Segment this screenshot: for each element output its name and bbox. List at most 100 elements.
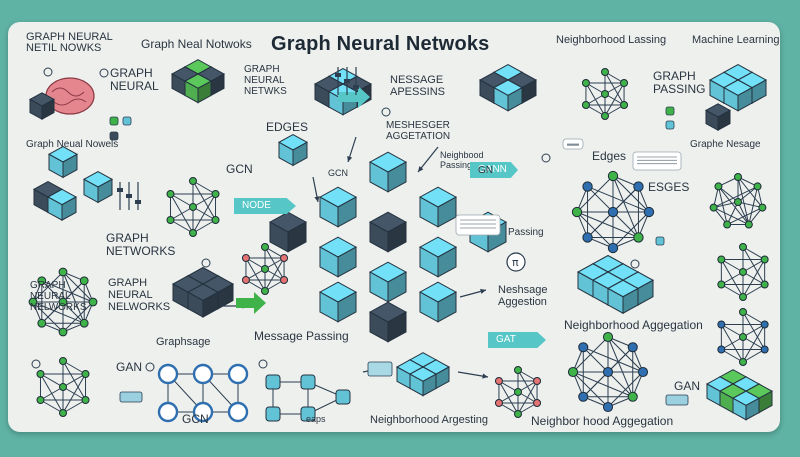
graph-networks-label: Graph Networks bbox=[106, 231, 176, 258]
graph-edge bbox=[587, 186, 614, 213]
arrow-head bbox=[482, 373, 488, 379]
slider-thumb bbox=[335, 73, 341, 77]
decorative-dot-icon bbox=[381, 107, 391, 117]
graph-edge bbox=[737, 201, 750, 225]
graph-edge bbox=[41, 301, 64, 324]
graph-node bbox=[59, 383, 67, 391]
slider-thumb bbox=[344, 79, 350, 83]
graph-edge bbox=[718, 186, 750, 225]
graph-node bbox=[36, 370, 45, 378]
message-apessins-label: Nessage Apessins bbox=[390, 74, 446, 98]
cube-right bbox=[62, 153, 78, 179]
graph-edge bbox=[742, 259, 765, 273]
graph-neural-nelworks-label: Graph Neural Nelworks bbox=[30, 280, 87, 313]
cube-icon bbox=[368, 211, 408, 253]
graph-node bbox=[166, 190, 175, 198]
top-left-label: Graph Neural Netil Nowks bbox=[26, 31, 113, 54]
graph-edge bbox=[40, 399, 64, 414]
graph-node bbox=[58, 267, 68, 277]
legend-box-teal bbox=[655, 236, 665, 246]
graph-edge bbox=[170, 206, 194, 221]
graph-edge bbox=[583, 346, 644, 373]
decorative-dot-icon bbox=[145, 362, 155, 372]
cube-icon bbox=[82, 171, 114, 204]
graph-node bbox=[189, 177, 197, 185]
graph-edge bbox=[713, 201, 739, 209]
cube-right bbox=[387, 161, 407, 193]
graph-node bbox=[758, 203, 767, 212]
cube-right bbox=[437, 246, 457, 278]
graph-node bbox=[261, 287, 269, 295]
graph-node bbox=[192, 401, 214, 423]
graph-edge bbox=[612, 186, 639, 213]
graph-node bbox=[166, 216, 175, 224]
graph-node bbox=[739, 293, 747, 301]
graph-node bbox=[714, 182, 723, 191]
network-graph-far-right bbox=[709, 173, 767, 229]
cube-right bbox=[41, 98, 55, 121]
graph-node bbox=[37, 276, 47, 286]
graph-edge bbox=[718, 186, 739, 203]
cube-icon bbox=[183, 73, 213, 104]
cube-right bbox=[337, 246, 357, 278]
eaps-label: eaps bbox=[306, 414, 326, 424]
graphe-nesage-label: Graphe Nesage bbox=[690, 139, 761, 150]
graph-node bbox=[189, 229, 197, 237]
cube-right bbox=[387, 311, 407, 343]
graph-edge bbox=[742, 336, 765, 350]
slider-thumb bbox=[126, 194, 132, 198]
info-panel-right bbox=[632, 151, 682, 171]
graph-edge bbox=[62, 399, 86, 414]
decorative-dot-icon bbox=[43, 67, 53, 77]
graph-node bbox=[627, 391, 638, 402]
cube-right bbox=[622, 287, 639, 315]
graph-node bbox=[300, 406, 316, 422]
graph-edge bbox=[192, 206, 216, 221]
slider-widget-left bbox=[117, 182, 141, 210]
cube-icon bbox=[408, 366, 438, 397]
info-panel-center bbox=[455, 214, 501, 236]
network-graph-star bbox=[241, 243, 289, 295]
graph-neural-networks-small-label: Graph Neural Netwks bbox=[244, 64, 287, 97]
graph-edge bbox=[62, 360, 86, 375]
graph-edge bbox=[40, 386, 64, 401]
cube-icon bbox=[418, 236, 458, 278]
cube-right bbox=[337, 291, 357, 323]
cube-icon bbox=[46, 188, 78, 221]
gcn-small-label: GCN bbox=[328, 168, 348, 178]
graph-node bbox=[261, 265, 269, 273]
cube-icon bbox=[28, 92, 56, 121]
nessage-aggestion-label: Neshsage Aggestion bbox=[498, 284, 548, 308]
gcn-large-label: GCN bbox=[226, 162, 253, 176]
infographic-card: π Graph Neural Netwoks Graph Neural Neti… bbox=[8, 22, 780, 432]
decorative-dot-icon bbox=[541, 153, 551, 163]
pi-symbol-icon: π bbox=[512, 256, 519, 269]
legend-box-teal bbox=[122, 116, 132, 126]
network-graph-bottom-right bbox=[567, 331, 649, 413]
graph-node bbox=[533, 377, 542, 385]
graph-node bbox=[494, 377, 503, 385]
cube-right bbox=[202, 291, 219, 318]
cube-icon bbox=[368, 261, 408, 303]
cube-icon bbox=[318, 281, 358, 323]
graph-node bbox=[601, 90, 609, 98]
graph-node bbox=[79, 318, 89, 328]
graph-node bbox=[578, 391, 589, 402]
graph-node bbox=[494, 399, 503, 407]
graph-node bbox=[514, 366, 522, 374]
graph-node bbox=[227, 363, 249, 385]
graph-node bbox=[734, 173, 742, 181]
graph-edge bbox=[742, 311, 765, 325]
graph-edge bbox=[582, 346, 609, 373]
info-panel-small bbox=[562, 138, 584, 150]
cube-right bbox=[97, 178, 113, 204]
graph-node bbox=[189, 203, 197, 211]
cube-right bbox=[507, 86, 523, 112]
panel-frame bbox=[455, 214, 501, 236]
graph-node bbox=[261, 243, 269, 251]
message-passing-label: Message Passing bbox=[254, 329, 349, 343]
slider-thumb bbox=[135, 200, 141, 204]
infographic-artwork: π bbox=[28, 59, 774, 423]
graph-node bbox=[59, 357, 67, 365]
panel-frame bbox=[632, 151, 682, 171]
